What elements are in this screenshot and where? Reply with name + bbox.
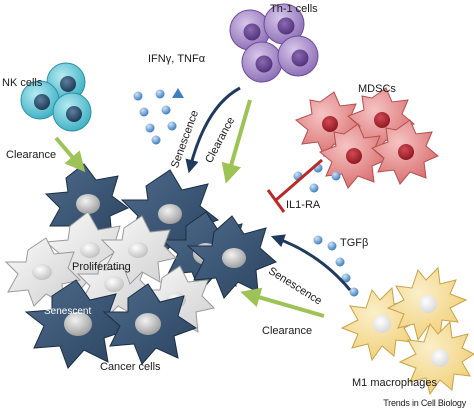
th1-cells-icon <box>229 3 319 83</box>
ifn-tnf-label: IFNγ, TNFα <box>148 53 206 65</box>
cancer-cells-label: Cancer cells <box>100 361 161 373</box>
mdscs-icon <box>295 87 439 189</box>
footer-credit: Trends in Cell Biology <box>383 398 466 408</box>
m1-macrophages-label: M1 macrophages <box>352 377 437 389</box>
proliferating-label: Proliferating <box>72 261 131 273</box>
inhibition-arrow-icon <box>266 158 323 213</box>
clearance-left-label: Clearance <box>6 149 57 161</box>
tgfb-label: TGFβ <box>340 237 369 249</box>
nk-cells-label: NK cells <box>2 77 43 89</box>
tgfb-cytokines-icon <box>313 235 359 297</box>
cancer-cells-cluster <box>4 163 277 369</box>
nk-cells-icon <box>20 62 92 132</box>
il1ra-label: IL1-RA <box>286 199 321 211</box>
clearance-arrow-nk-icon <box>54 136 86 173</box>
m1-macrophages-icon <box>340 266 474 396</box>
senescence-arrow-th1-icon <box>185 86 241 174</box>
senescence-arrow-m1-icon <box>270 234 352 291</box>
ifn-tnf-cytokines-icon <box>133 88 184 145</box>
clearance-bottom-label: Clearance <box>262 325 313 337</box>
clearance-arrow-th1-icon <box>221 99 252 184</box>
mdscs-label: MDSCs <box>358 83 396 95</box>
clearance-arrow-m1-icon <box>240 287 325 318</box>
senescent-label: Senescent <box>44 306 92 317</box>
th1-cells-label: Th-1 cells <box>270 3 318 15</box>
